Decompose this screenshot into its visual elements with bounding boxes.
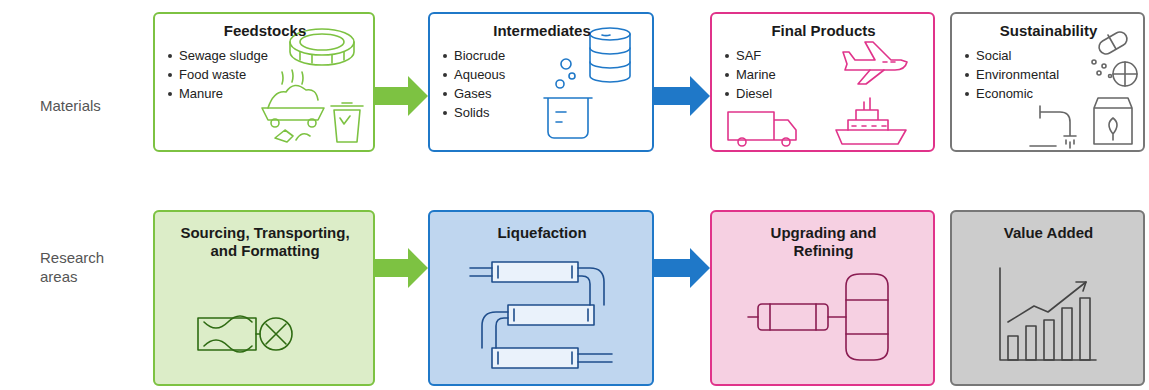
box-heading: Sustainability — [964, 22, 1133, 40]
bullet-dot — [168, 54, 172, 58]
box-heading: Sourcing, Transporting, and Formatting — [175, 224, 355, 260]
flow-arrow — [375, 76, 428, 116]
list-item: Diesel — [724, 84, 826, 103]
list-item: Gases — [442, 84, 554, 103]
list-item: Environmental — [964, 65, 1086, 84]
exchanger-and-column-symbol — [748, 274, 888, 360]
bullet-dot — [965, 54, 969, 58]
row-label: Research areas — [40, 248, 110, 286]
row-label: Materials — [40, 96, 140, 115]
research-box: Sourcing, Transporting, and Formatting — [153, 210, 375, 386]
bullet-dot — [725, 92, 729, 96]
box-heading: Value Added — [964, 224, 1133, 242]
list-item: SAF — [724, 46, 826, 65]
bullet-dot — [443, 73, 447, 77]
flow-arrow — [654, 76, 710, 116]
material-box: IntermediatesBiocrudeAqueousGasesSolids — [428, 12, 654, 152]
bullet-dot — [965, 73, 969, 77]
bullet-dot — [965, 92, 969, 96]
bullet-dot — [443, 111, 447, 115]
list-item: Sewage sludge — [167, 46, 279, 65]
list-item: Aqueous — [442, 65, 554, 84]
material-box: SustainabilitySocialEnvironmentalEconomi… — [950, 12, 1145, 152]
flow-arrow — [654, 248, 710, 288]
list-item: Solids — [442, 103, 554, 122]
bullet-dot — [168, 73, 172, 77]
box-heading: Final Products — [724, 22, 923, 40]
box-heading: Intermediates — [442, 22, 642, 40]
research-box: Liquefaction — [428, 210, 654, 386]
sustainability-icons — [1030, 29, 1137, 148]
research-box: Value Added — [950, 210, 1145, 386]
list-item: Food waste — [167, 65, 279, 84]
list-item: Economic — [964, 84, 1086, 103]
growth-bar-chart — [1000, 268, 1096, 360]
bullet-dot — [168, 92, 172, 96]
heat-exchanger-and-pump-symbol — [198, 316, 292, 352]
list-item: Manure — [167, 84, 279, 103]
flow-arrow — [375, 248, 428, 288]
list-item: Social — [964, 46, 1086, 65]
box-heading: Feedstocks — [167, 22, 363, 40]
bullet-dot — [443, 92, 447, 96]
list-item: Marine — [724, 65, 826, 84]
material-box: FeedstocksSewage sludgeFood wasteManure — [153, 12, 375, 152]
box-heading: Liquefaction — [442, 224, 642, 242]
material-box: Final ProductsSAFMarineDiesel — [710, 12, 935, 152]
bullet-dot — [725, 73, 729, 77]
intermediate-icons — [544, 28, 630, 138]
research-box: Upgrading and Refining — [710, 210, 935, 386]
reactor-stack-symbol — [470, 262, 612, 368]
feedstock-icons — [262, 29, 363, 142]
bullet-dot — [443, 54, 447, 58]
bullet-dot — [725, 54, 729, 58]
box-heading: Upgrading and Refining — [754, 224, 894, 260]
list-item: Biocrude — [442, 46, 554, 65]
